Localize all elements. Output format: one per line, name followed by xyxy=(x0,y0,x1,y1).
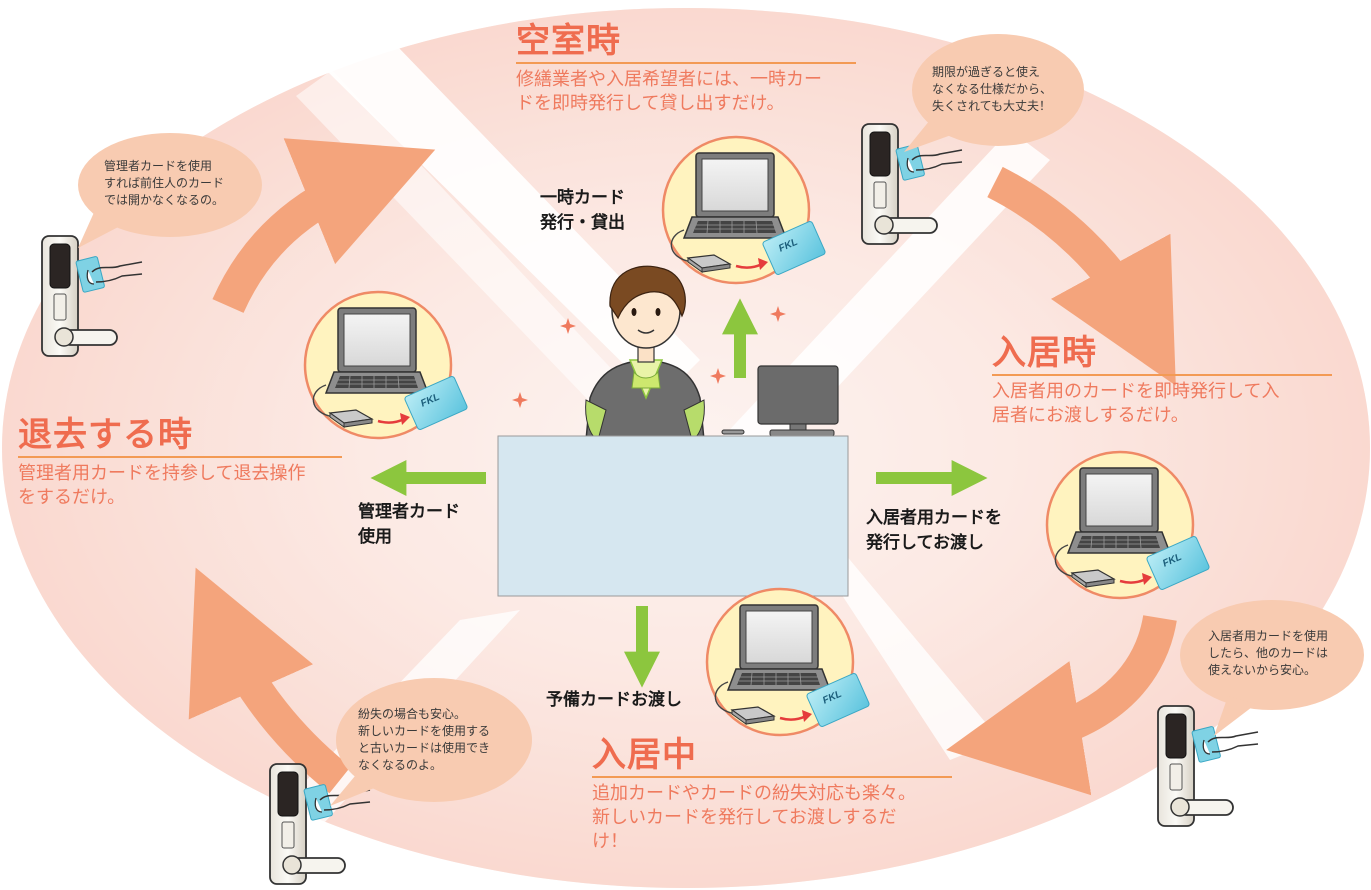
bubble-bottomleft-line: 紛失の場合も安心。 xyxy=(358,707,467,721)
bubble-bottomleft-line: 新しいカードを使用する xyxy=(358,724,491,738)
section-residing-title: 入居中 xyxy=(592,735,697,775)
section-vacant: 空室時 修繕業者や入居希望者には、一時カー ドを即時発行して貸し出すだけ。 xyxy=(516,24,856,116)
bubble-bottomleft: 紛失の場合も安心。 新しいカードを使用する と古いカードは使用でき なくなるのよ… xyxy=(358,706,490,774)
cycle-arrow-vacant-to-movein xyxy=(987,166,1176,386)
section-movein-desc: 入居者用のカードを即時発行して入 居者にお渡しするだけ。 xyxy=(992,380,1332,428)
section-movein-title: 入居時 xyxy=(992,333,1097,373)
bubble-topleft-line: すれば前住人のカード xyxy=(104,176,225,190)
section-vacant-desc-line: 修繕業者や入居希望者には、一時カー xyxy=(516,68,822,90)
label-resident-card-line: 入居者用カードを xyxy=(866,508,1002,528)
section-moveout-desc-line: をするだけ。 xyxy=(18,486,126,508)
cycle-arrow-movein-to-residing xyxy=(946,614,1177,796)
section-residing-divider xyxy=(592,776,952,778)
sparkle-icons xyxy=(512,306,786,408)
bubble-topleft: 管理者カードを使用 すれば前住人のカード では開かなくなるの。 xyxy=(104,158,224,209)
section-movein-divider xyxy=(992,374,1332,376)
light-beam-upper-left xyxy=(326,20,700,400)
bubble-topright-line: 期限が過ぎると使え xyxy=(932,65,1041,79)
bubble-topright-line: 失くされても大丈夫！ xyxy=(932,99,1052,113)
label-admin-card-line: 管理者カード xyxy=(358,502,460,522)
section-moveout: 退去する時 管理者用カードを持参して退去操作 をするだけ。 xyxy=(18,418,342,510)
bubble-bottomleft-line: と古いカードは使用でき xyxy=(358,741,491,755)
label-temp-card-line: 一時カード xyxy=(540,188,625,208)
reception-counter xyxy=(497,435,849,597)
bubble-bottomleft-line: なくなるのよ。 xyxy=(358,758,443,772)
section-residing-desc: 追加カードやカードの紛失対応も楽々。 新しいカードを発行してお渡しするだ け！ xyxy=(592,782,952,854)
section-vacant-desc-line: ドを即時発行して貸し出すだけ。 xyxy=(516,92,785,114)
speech-bubble-shapes xyxy=(78,34,1364,806)
section-vacant-divider xyxy=(516,62,856,64)
label-resident-card-line: 発行してお渡し xyxy=(866,533,984,553)
bubble-right-line: したら、他のカードは xyxy=(1208,646,1329,660)
label-resident-card: 入居者用カードを 発行してお渡し xyxy=(866,506,1002,556)
section-residing-desc-line: 新しいカードを発行してお渡しするだ xyxy=(592,806,897,828)
cycle-arrow-moveout-to-vacant xyxy=(212,138,436,314)
bubble-right: 入居者用カードを使用 したら、他のカードは 使えないから安心。 xyxy=(1208,628,1328,679)
label-spare-card: 予備カードお渡し xyxy=(546,690,682,710)
bubble-right-line: 使えないから安心。 xyxy=(1208,663,1317,677)
label-admin-card: 管理者カード 使用 xyxy=(358,500,460,550)
section-movein-desc-line: 入居者用のカードを即時発行して入 xyxy=(992,380,1280,402)
section-moveout-divider xyxy=(18,456,342,458)
label-admin-card-line: 使用 xyxy=(358,527,392,547)
bubble-topleft-line: 管理者カードを使用 xyxy=(104,159,213,173)
section-movein: 入居時 入居者用のカードを即時発行して入 居者にお渡しするだけ。 xyxy=(992,336,1332,428)
section-moveout-desc: 管理者用カードを持参して退去操作 をするだけ。 xyxy=(18,462,342,510)
section-vacant-desc: 修繕業者や入居希望者には、一時カー ドを即時発行して貸し出すだけ。 xyxy=(516,68,856,116)
label-temp-card: 一時カード 発行・貸出 xyxy=(540,186,625,236)
bubble-topright: 期限が過ぎると使え なくなる仕様だから、 失くされても大丈夫！ xyxy=(932,64,1052,115)
desktop-computer-illustration xyxy=(721,365,839,437)
section-residing-desc-line: 追加カードやカードの紛失対応も楽々。 xyxy=(592,782,916,804)
bubble-topright-line: なくなる仕様だから、 xyxy=(932,82,1053,96)
bubble-topleft-line: では開かなくなるの。 xyxy=(104,193,225,207)
section-residing-desc-line: け！ xyxy=(592,830,628,852)
receptionist-illustration xyxy=(585,265,705,441)
bubble-right-line: 入居者用カードを使用 xyxy=(1208,629,1329,643)
label-temp-card-line: 発行・貸出 xyxy=(540,213,625,233)
cycle-arrow-residing-to-moveout xyxy=(188,567,351,794)
section-moveout-title: 退去する時 xyxy=(18,415,193,455)
section-vacant-title: 空室時 xyxy=(516,21,621,61)
section-moveout-desc-line: 管理者用カードを持参して退去操作 xyxy=(18,462,306,484)
section-residing: 入居中 追加カードやカードの紛失対応も楽々。 新しいカードを発行してお渡しするだ… xyxy=(592,738,952,854)
section-movein-desc-line: 居者にお渡しするだけ。 xyxy=(992,404,1189,426)
